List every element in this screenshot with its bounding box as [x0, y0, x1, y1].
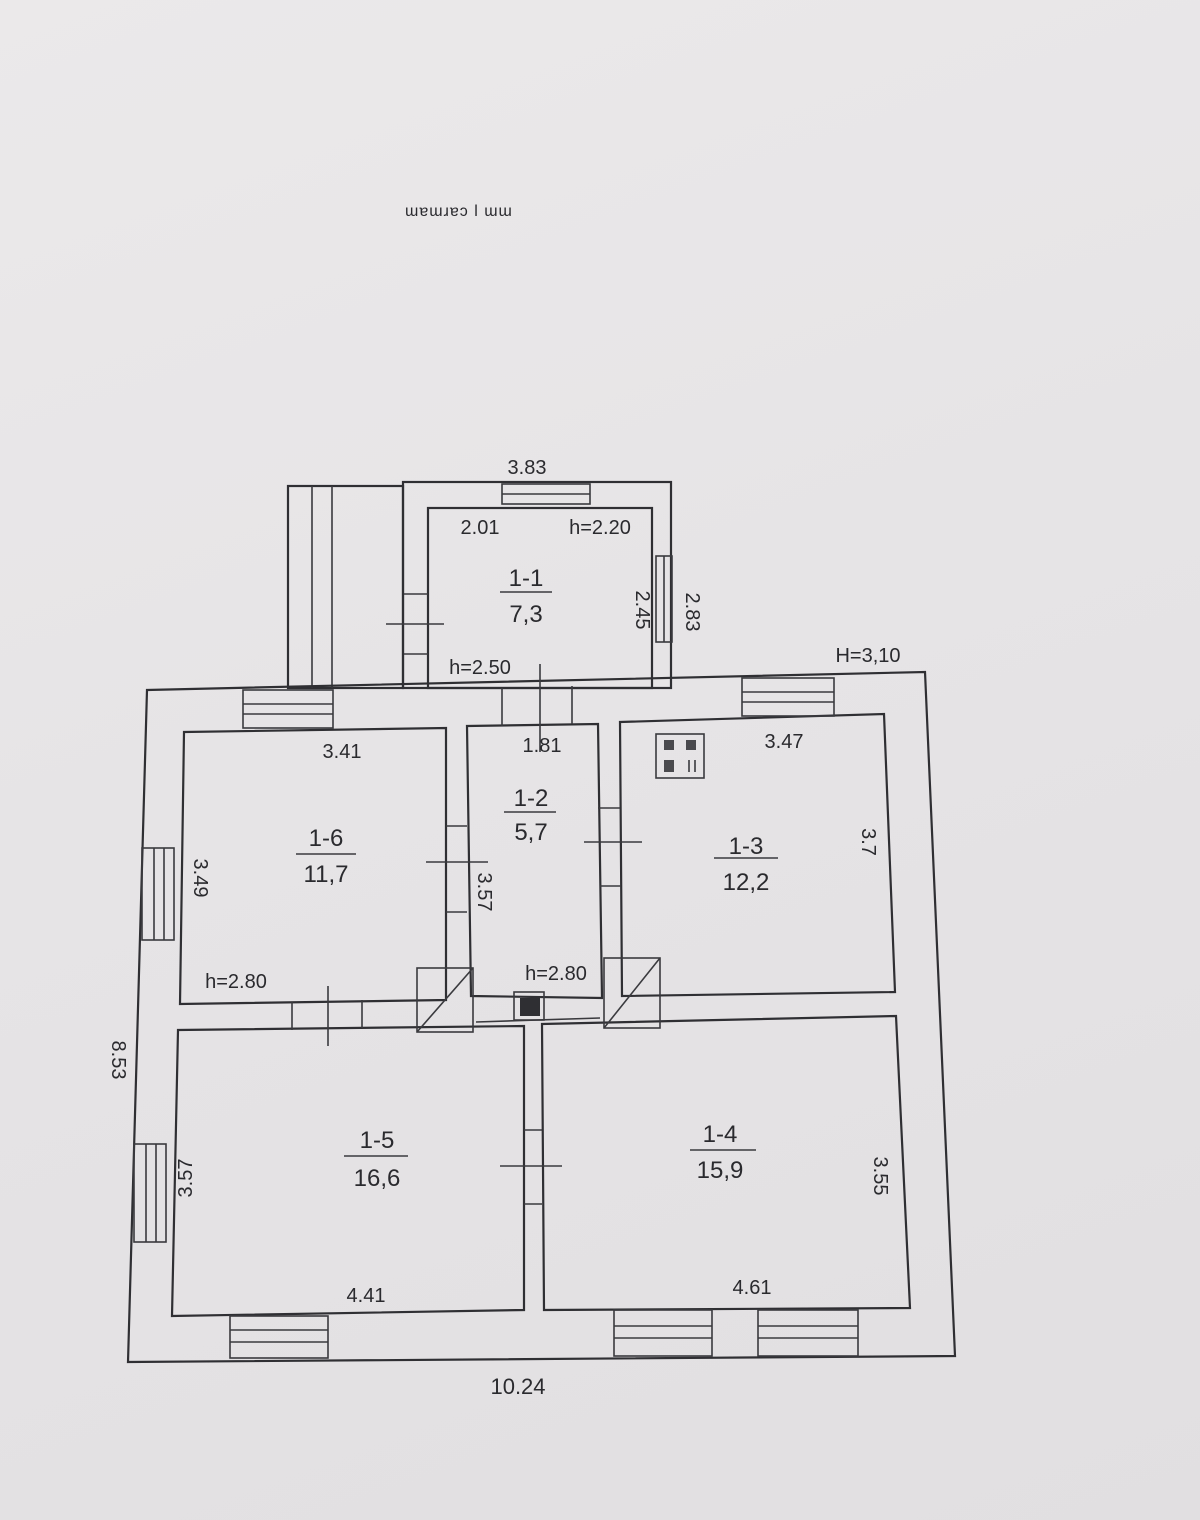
dim-r15-width: 4.41	[347, 1285, 386, 1307]
dim-r15-side: 3.57	[175, 1159, 197, 1198]
dim-r12-side: 3.57	[473, 873, 495, 912]
dim-r12-height: h=2.80	[525, 963, 587, 985]
dim-r11-height-top: h=2.20	[569, 517, 631, 539]
dim-r11-height-bottom: h=2.50	[449, 657, 511, 679]
room-1-3: 1-3 12,2	[723, 833, 770, 896]
room-area: 12,2	[723, 869, 770, 896]
dim-r11-side: 2.45	[631, 591, 653, 630]
chimney-icon	[520, 998, 540, 1016]
room-id: 1-3	[729, 833, 764, 860]
dimension-labels: 3.83 2.01 h=2.20 2.45 2.83 h=2.50 H=3,10…	[107, 457, 901, 1399]
room-id: 1-6	[309, 825, 344, 852]
room-area: 7,3	[509, 601, 542, 628]
dim-bottom-overall: 10.24	[490, 1374, 545, 1399]
room-area: 11,7	[304, 861, 349, 888]
room-1-6: 1-6 11,7	[304, 825, 349, 888]
room-area: 5,7	[514, 819, 547, 846]
room-1-5: 1-5 16,6	[354, 1127, 401, 1192]
windows	[133, 677, 859, 1359]
main-walls	[126, 670, 957, 1364]
room-1-4: 1-4 15,9	[697, 1121, 744, 1184]
fraction-bars	[296, 591, 778, 1157]
dim-r14-side: 3.55	[869, 1157, 891, 1196]
porch	[286, 484, 405, 690]
header-text: ɯɐɯɹɐɔ l ɯɯ	[405, 203, 513, 220]
dim-r14-width: 4.61	[733, 1277, 772, 1299]
dim-outer-height-right: 2.83	[681, 593, 703, 632]
room-id: 1-4	[703, 1121, 738, 1148]
room-1-1: 1-1 7,3	[509, 565, 544, 628]
room-id: 1-5	[360, 1127, 395, 1154]
stoves	[416, 733, 705, 1033]
dim-top-overall: 3.83	[508, 457, 547, 479]
dim-r16-side: 3.49	[189, 859, 211, 898]
room-area: 15,9	[697, 1157, 744, 1184]
dim-height-right: H=3,10	[835, 645, 900, 667]
room-1-2: 1-2 5,7	[514, 785, 549, 846]
dim-left-overall: 8.53	[107, 1041, 129, 1080]
dim-r12-width: 1.81	[523, 735, 562, 757]
dim-r16-width: 3.41	[323, 741, 362, 763]
room-id: 1-1	[509, 565, 544, 592]
room-area: 16,6	[354, 1165, 401, 1192]
dim-r11-width: 2.01	[461, 517, 500, 539]
room-id: 1-2	[514, 785, 549, 812]
dim-r16-height: h=2.80	[205, 971, 267, 993]
dim-r13-side: 3.7	[857, 828, 879, 856]
dim-r13-width: 3.47	[765, 731, 804, 753]
